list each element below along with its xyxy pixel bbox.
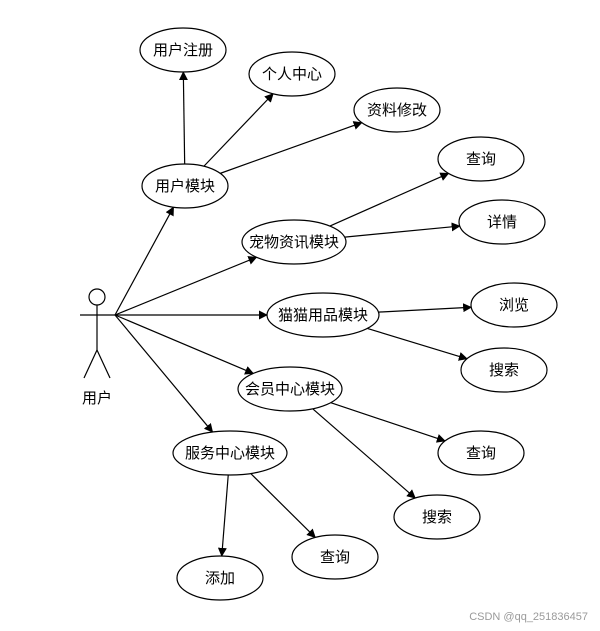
use-case-ellipse [172, 430, 288, 476]
arrow-pet-news-module-to-query-1 [329, 172, 450, 227]
use-case-label: 查询 [466, 444, 496, 462]
use-case-search-2: 搜索 [393, 494, 481, 540]
use-case-pet-news-module: 宠物资讯模块 [241, 219, 347, 265]
watermark: CSDN @qq_251836457 [469, 611, 588, 623]
use-case-label: 搜索 [422, 508, 452, 526]
actor-figure: 用户 [80, 288, 115, 407]
arrow-user-module-to-user-register [178, 71, 188, 165]
actor-left-leg [83, 349, 98, 379]
use-case-label: 宠物资讯模块 [249, 233, 339, 251]
use-case-label: 用户模块 [155, 177, 215, 195]
use-case-browse: 浏览 [470, 282, 558, 328]
use-case-label: 查询 [466, 150, 496, 168]
use-case-label: 浏览 [499, 296, 529, 314]
arrow-actor-to-member-center-module [114, 314, 255, 375]
use-case-ellipse [237, 366, 343, 412]
use-case-ellipse [291, 534, 379, 580]
arrow-member-center-module-to-query-2 [330, 402, 446, 443]
use-case-label: 个人中心 [262, 65, 322, 83]
arrow-user-module-to-personal-center [203, 93, 274, 167]
use-case-query-2: 查询 [437, 430, 525, 476]
use-case-ellipse [139, 27, 227, 73]
arrow-service-center-module-to-add [217, 474, 229, 557]
arrow-actor-to-pet-news-module [114, 256, 258, 316]
use-case-ellipse [437, 430, 525, 476]
actor-right-leg [96, 349, 111, 379]
use-case-label: 服务中心模块 [185, 444, 275, 462]
use-case-add: 添加 [176, 555, 264, 601]
arrow-service-center-module-to-query-3 [250, 473, 316, 539]
use-cases: 用户注册个人中心资料修改用户模块查询宠物资讯模块详情猫猫用品模块浏览搜索会员中心… [139, 27, 558, 601]
use-case-ellipse [470, 282, 558, 328]
use-case-service-center-module: 服务中心模块 [172, 430, 288, 476]
use-case-personal-center: 个人中心 [248, 51, 336, 97]
use-case-label: 详情 [487, 213, 517, 231]
use-case-ellipse [241, 219, 347, 265]
use-case-details: 详情 [458, 199, 546, 245]
arrow-cat-supplies-module-to-search-1 [367, 327, 468, 361]
use-case-label: 用户注册 [153, 41, 213, 59]
use-case-query-1: 查询 [437, 136, 525, 182]
use-case-label: 添加 [205, 569, 235, 587]
use-case-edit-profile: 资料修改 [353, 87, 441, 133]
use-case-ellipse [460, 347, 548, 393]
arrow-user-module-to-edit-profile [220, 121, 363, 174]
arrow-pet-news-module-to-details [344, 222, 461, 238]
use-case-label: 查询 [320, 548, 350, 566]
use-case-cat-supplies-module: 猫猫用品模块 [266, 292, 380, 338]
arrow-member-center-module-to-search-2 [312, 408, 416, 499]
use-case-ellipse [437, 136, 525, 182]
use-case-query-3: 查询 [291, 534, 379, 580]
use-case-ellipse [248, 51, 336, 97]
use-case-label: 资料修改 [367, 101, 427, 119]
use-case-user-module: 用户模块 [141, 163, 229, 209]
use-case-ellipse [141, 163, 229, 209]
arrow-actor-to-user-module [114, 206, 175, 316]
use-case-ellipse [353, 87, 441, 133]
arrow-actor-to-service-center-module [114, 314, 214, 433]
use-case-ellipse [266, 292, 380, 338]
use-case-search-1: 搜索 [460, 347, 548, 393]
use-case-ellipse [458, 199, 546, 245]
use-case-ellipse [393, 494, 481, 540]
use-case-label: 猫猫用品模块 [278, 306, 368, 324]
actor-label: 用户 [82, 389, 112, 407]
actor-head [88, 288, 106, 306]
use-case-ellipse [176, 555, 264, 601]
edges [114, 71, 473, 557]
arrow-cat-supplies-module-to-browse [378, 303, 473, 313]
use-case-label: 会员中心模块 [245, 380, 335, 398]
use-case-user-register: 用户注册 [139, 27, 227, 73]
use-case-member-center-module: 会员中心模块 [237, 366, 343, 412]
use-case-label: 搜索 [489, 361, 519, 379]
